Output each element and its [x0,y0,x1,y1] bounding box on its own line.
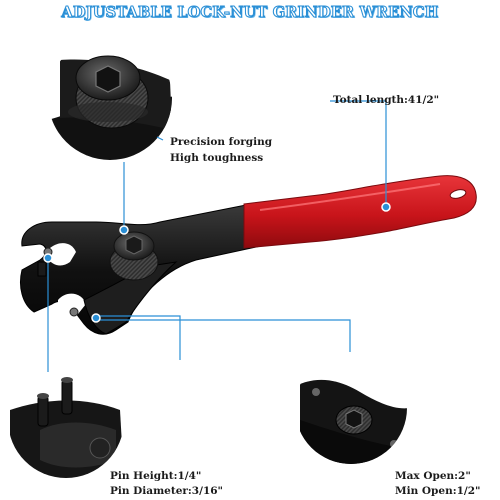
min-open-label: Min Open:1/2" [395,485,481,497]
high-toughness-label: High toughness [170,152,264,164]
callout-lines [47,100,387,372]
callout-nut-closeup [48,36,172,160]
callout-jaw-closeup [295,352,407,464]
total-length-label: Total length:41/2" [333,94,440,106]
callout-dots [43,202,391,323]
lock-nut [109,231,159,281]
pin-height-label: Pin Height:1/4" [110,470,202,482]
red-handle [243,175,477,249]
callout-pins-closeup [8,362,124,478]
pin-diameter-label: Pin Diameter:3/16" [110,485,224,497]
product-title: ADJUSTABLE LOCK-NUT GRINDER WRENCH [61,4,439,22]
precision-forging-label: Precision forging [170,136,273,148]
max-open-label: Max Open:2" [395,470,471,482]
